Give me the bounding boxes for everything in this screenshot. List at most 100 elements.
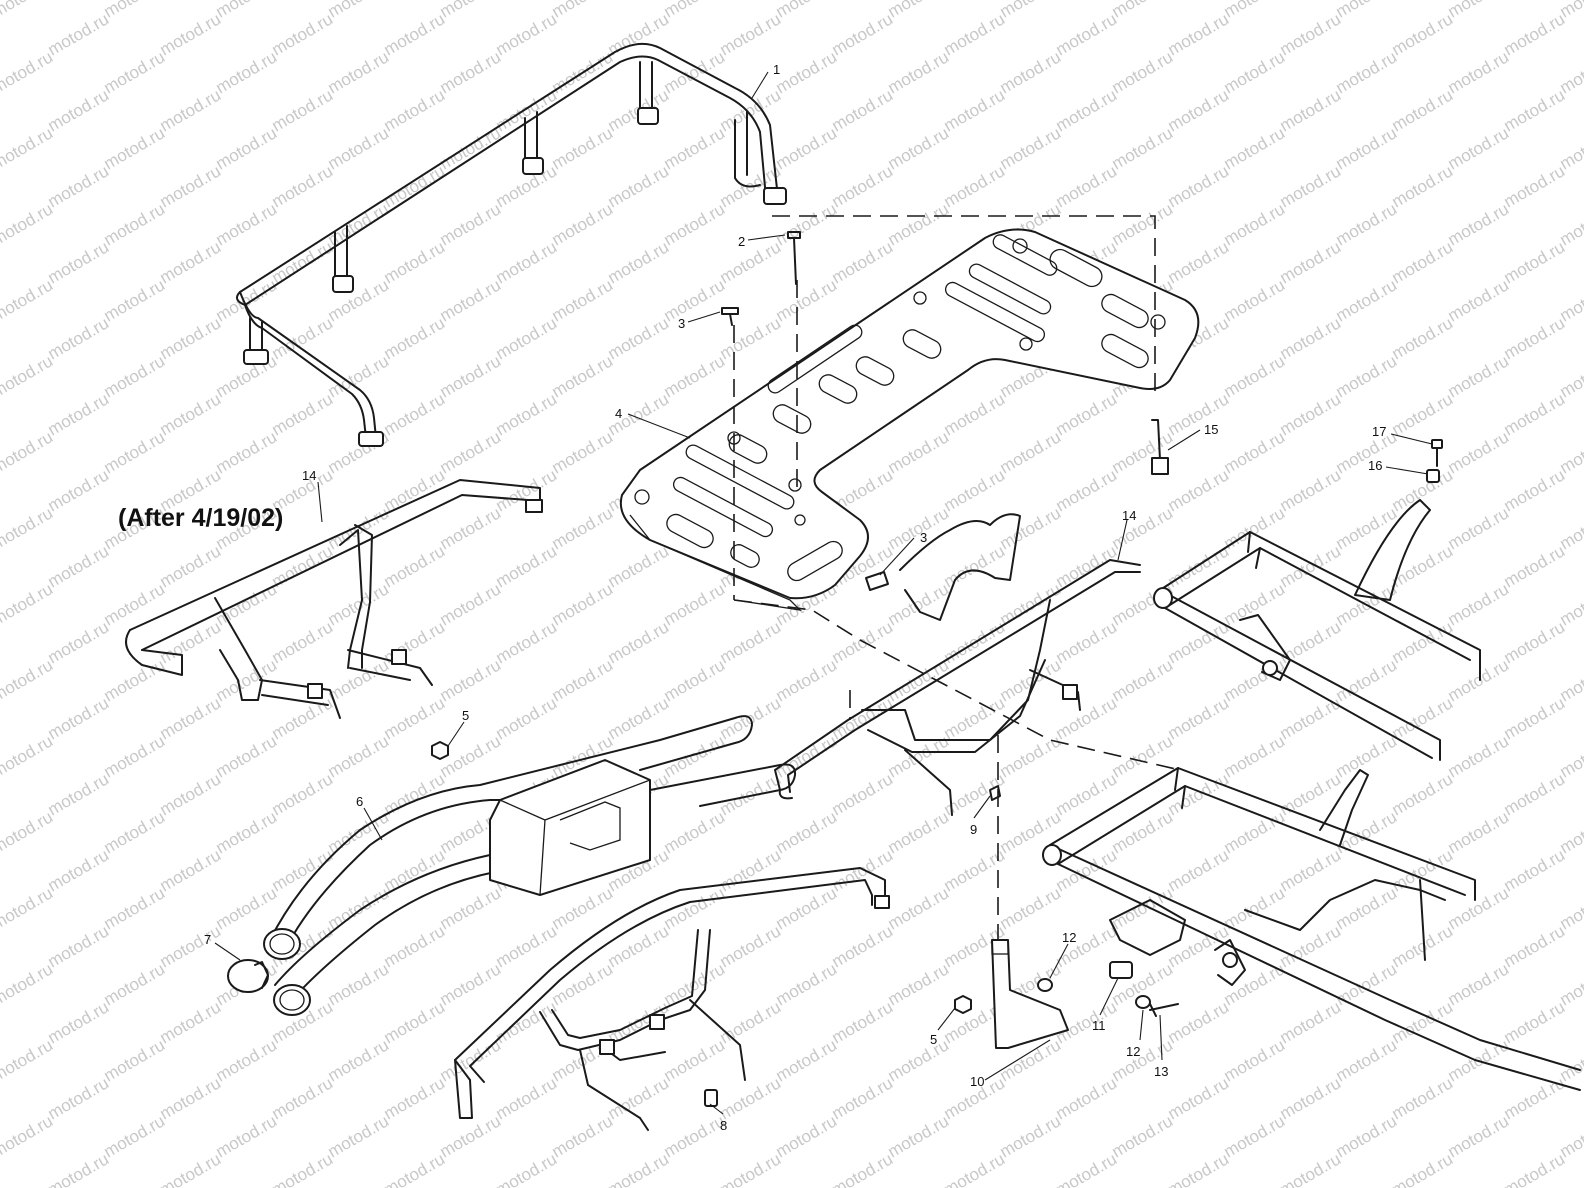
watermark-text: motod.ru bbox=[549, 123, 617, 173]
watermark-text: motod.ru bbox=[381, 85, 449, 135]
watermark-text: motod.ru bbox=[493, 921, 561, 971]
watermark-text: motod.ru bbox=[1165, 389, 1233, 439]
watermark-text: motod.ru bbox=[1389, 389, 1457, 439]
watermark-text: motod.ru bbox=[493, 313, 561, 363]
callout-2: 2 bbox=[738, 234, 745, 249]
watermark-text: motod.ru bbox=[1221, 807, 1289, 857]
watermark-text: motod.ru bbox=[773, 275, 841, 325]
callout-5-upper: 5 bbox=[462, 708, 469, 723]
watermark-text: motod.ru bbox=[213, 0, 281, 21]
watermark-text: motod.ru bbox=[1221, 655, 1289, 705]
watermark-text: motod.ru bbox=[661, 807, 729, 857]
watermark-text: motod.ru bbox=[885, 883, 953, 933]
watermark-text: motod.ru bbox=[1277, 541, 1345, 591]
callout-leaders bbox=[214, 71, 1433, 1115]
rear-rack-support-after-0402 bbox=[125, 479, 543, 719]
watermark-text: motod.ru bbox=[493, 997, 561, 1047]
watermark-text: motod.ru bbox=[1053, 389, 1121, 439]
watermark-text: motod.ru bbox=[437, 503, 505, 553]
watermark-text: motod.ru bbox=[0, 199, 56, 249]
watermark-text: motod.ru bbox=[101, 275, 169, 325]
watermark-text: motod.ru bbox=[1221, 123, 1289, 173]
watermark-text: motod.ru bbox=[941, 541, 1009, 591]
watermark-text: motod.ru bbox=[269, 1073, 337, 1123]
watermark-text: motod.ru bbox=[1445, 0, 1513, 21]
watermark-text: motod.ru bbox=[773, 1035, 841, 1085]
watermark-text: motod.ru bbox=[213, 883, 281, 933]
watermark-text: motod.ru bbox=[45, 693, 113, 743]
callout-labels: 1 2 3 4 3 14 14 15 17 16 5 6 9 7 12 5 11… bbox=[204, 62, 1386, 1133]
watermark-text: motod.ru bbox=[717, 313, 785, 363]
callout-7: 7 bbox=[204, 932, 211, 947]
watermark-text: motod.ru bbox=[381, 313, 449, 363]
watermark-text: motod.ru bbox=[661, 731, 729, 781]
watermark-text: motod.ru bbox=[997, 1111, 1065, 1161]
watermark-text: motod.ru bbox=[1053, 769, 1121, 819]
watermark-text: motod.ru bbox=[1389, 1149, 1457, 1188]
watermark-text: motod.ru bbox=[829, 9, 897, 59]
watermark-text: motod.ru bbox=[661, 47, 729, 97]
watermark-text: motod.ru bbox=[1389, 161, 1457, 211]
watermark-text: motod.ru bbox=[1445, 199, 1513, 249]
watermark-text: motod.ru bbox=[549, 503, 617, 553]
watermark-text: motod.ru bbox=[661, 351, 729, 401]
watermark-text: motod.ru bbox=[437, 579, 505, 629]
watermark-text: motod.ru bbox=[1333, 807, 1401, 857]
watermark-text: motod.ru bbox=[269, 9, 337, 59]
watermark-text: motod.ru bbox=[269, 85, 337, 135]
watermark-text: motod.ru bbox=[1109, 1111, 1177, 1161]
watermark-text: motod.ru bbox=[101, 807, 169, 857]
watermark-text: motod.ru bbox=[0, 807, 56, 857]
watermark-text: motod.ru bbox=[1445, 655, 1513, 705]
watermark-text: motod.ru bbox=[1053, 9, 1121, 59]
watermark-text: motod.ru bbox=[1053, 1149, 1121, 1188]
watermark-text: motod.ru bbox=[269, 313, 337, 363]
watermark-text: motod.ru bbox=[0, 351, 56, 401]
watermark-text: motod.ru bbox=[549, 959, 617, 1009]
watermark-text: motod.ru bbox=[1333, 959, 1401, 1009]
watermark-text: motod.ru bbox=[325, 655, 393, 705]
watermark-text: motod.ru bbox=[45, 997, 113, 1047]
watermark-text: motod.ru bbox=[605, 1149, 673, 1188]
watermark-text: motod.ru bbox=[101, 1035, 169, 1085]
watermark-text: motod.ru bbox=[1165, 1073, 1233, 1123]
watermark-text: motod.ru bbox=[213, 731, 281, 781]
watermark-text: motod.ru bbox=[1277, 997, 1345, 1047]
watermark-text: motod.ru bbox=[437, 427, 505, 477]
rack-rail bbox=[235, 42, 787, 447]
watermark-text: motod.ru bbox=[157, 237, 225, 287]
watermark-text: motod.ru bbox=[493, 541, 561, 591]
watermark-text: motod.ru bbox=[1333, 275, 1401, 325]
watermark-text: motod.ru bbox=[1445, 1111, 1513, 1161]
watermark-text: motod.ru bbox=[1501, 997, 1569, 1047]
watermark-text: motod.ru bbox=[773, 807, 841, 857]
watermark-text: motod.ru bbox=[717, 85, 785, 135]
watermark-text: motod.ru bbox=[1277, 85, 1345, 135]
watermark-text: motod.ru bbox=[1165, 237, 1233, 287]
watermark-text: motod.ru bbox=[1221, 275, 1289, 325]
watermark-text: motod.ru bbox=[661, 1035, 729, 1085]
watermark-text: motod.ru bbox=[1445, 275, 1513, 325]
callout-16: 16 bbox=[1368, 458, 1382, 473]
watermark-text: motod.ru bbox=[661, 0, 729, 21]
watermark-text: motod.ru bbox=[605, 921, 673, 971]
watermark-text: motod.ru bbox=[549, 275, 617, 325]
watermark-text: motod.ru bbox=[157, 313, 225, 363]
watermark-text: motod.ru bbox=[1053, 465, 1121, 515]
watermark-text: motod.ru bbox=[829, 693, 897, 743]
watermark-text: motod.ru bbox=[1389, 1073, 1457, 1123]
watermark-text: motod.ru bbox=[1277, 9, 1345, 59]
watermark-text: motod.ru bbox=[325, 47, 393, 97]
watermark-text: motod.ru bbox=[605, 161, 673, 211]
watermark-text: motod.ru bbox=[213, 1035, 281, 1085]
watermark-text: motod.ru bbox=[325, 0, 393, 21]
watermark-text: motod.ru bbox=[1109, 47, 1177, 97]
watermark-text: motod.ru bbox=[157, 769, 225, 819]
watermark-text: motod.ru bbox=[1445, 427, 1513, 477]
watermark-text: motod.ru bbox=[0, 1111, 56, 1161]
watermark-text: motod.ru bbox=[45, 465, 113, 515]
watermark-text: motod.ru bbox=[1389, 313, 1457, 363]
callout-11: 11 bbox=[1092, 1018, 1106, 1033]
watermark-text: motod.ru bbox=[1109, 503, 1177, 553]
mud-flap-plate bbox=[991, 939, 1069, 1049]
